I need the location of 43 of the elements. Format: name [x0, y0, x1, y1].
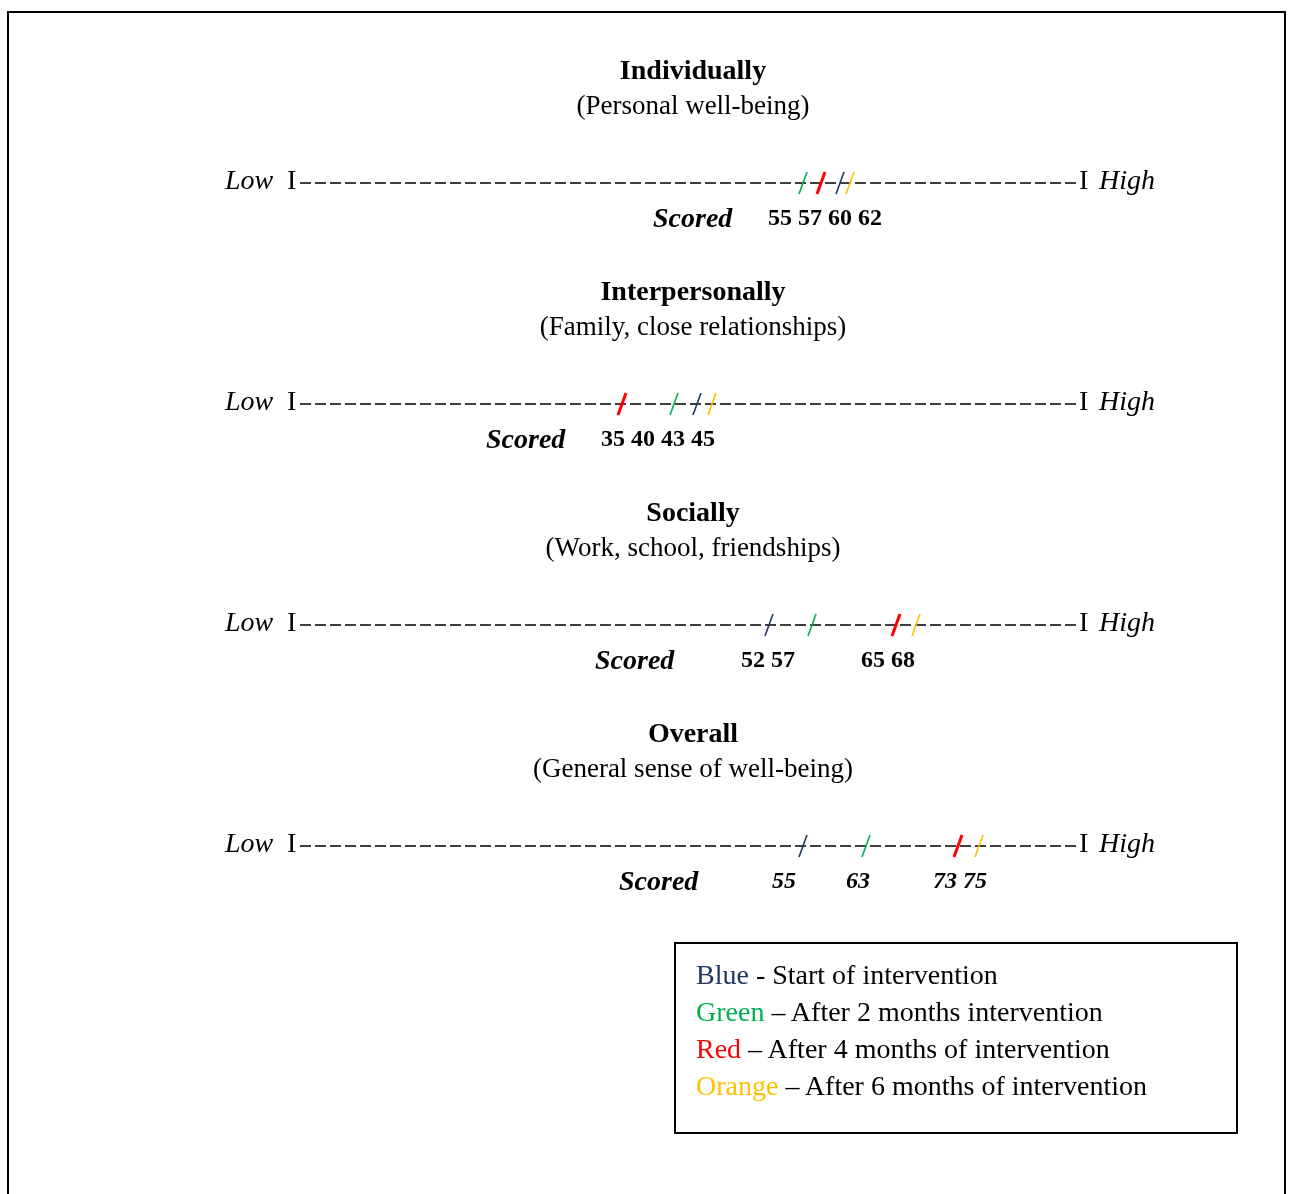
legend-color-word: Red: [696, 1033, 742, 1064]
scale-end-mark: I: [1079, 163, 1089, 197]
scored-label: Scored: [486, 422, 566, 456]
scored-label: Scored: [619, 864, 699, 898]
scale-end-label: High: [1099, 826, 1155, 860]
score-values: 55: [772, 867, 796, 895]
legend-color-word: Blue: [696, 959, 749, 990]
scale-end-mark: I: [287, 605, 297, 639]
legend-color-word: Orange: [696, 1070, 779, 1101]
scored-label: Scored: [595, 643, 675, 677]
legend-text: – After 4 months of intervention: [746, 1033, 1110, 1064]
score-values: 55 57 60 62: [768, 204, 882, 232]
score-values: 63: [846, 867, 870, 895]
section-subheading: (Family, close relationships): [539, 311, 847, 343]
scale-end-label: High: [1099, 384, 1155, 418]
scale-end-label: Low: [225, 605, 274, 639]
legend-color-word: Green: [696, 996, 765, 1027]
scale-end-mark: I: [287, 163, 297, 197]
score-values: 73 75: [933, 867, 987, 895]
section-heading: Individually: [619, 53, 767, 87]
scale-end-label: High: [1099, 163, 1155, 197]
scale-end-mark: I: [1079, 826, 1089, 860]
score-values: 52 57: [741, 646, 795, 674]
section-subheading: (General sense of well-being): [532, 753, 854, 785]
scale-end-label: Low: [225, 163, 274, 197]
section-heading: Overall: [647, 716, 739, 750]
scale-end-mark: I: [1079, 384, 1089, 418]
scored-label: Scored: [653, 201, 733, 235]
scale-end-mark: I: [1079, 605, 1089, 639]
scale-end-label: High: [1099, 605, 1155, 639]
section-subheading: (Personal well-being): [576, 90, 810, 122]
section-subheading: (Work, school, friendships): [545, 532, 841, 564]
scale-end-label: Low: [225, 384, 274, 418]
legend-text: - Start of intervention: [754, 959, 998, 990]
score-values: 35 40 43 45: [601, 425, 715, 453]
scale-end-mark: I: [287, 826, 297, 860]
section-heading: Interpersonally: [600, 274, 786, 308]
section-heading: Socially: [646, 495, 740, 529]
scale-end-mark: I: [287, 384, 297, 418]
legend-text: – After 2 months intervention: [770, 996, 1103, 1027]
score-values: 65 68: [861, 646, 915, 674]
legend-text: – After 6 months of intervention: [784, 1070, 1147, 1101]
scale-end-label: Low: [225, 826, 274, 860]
